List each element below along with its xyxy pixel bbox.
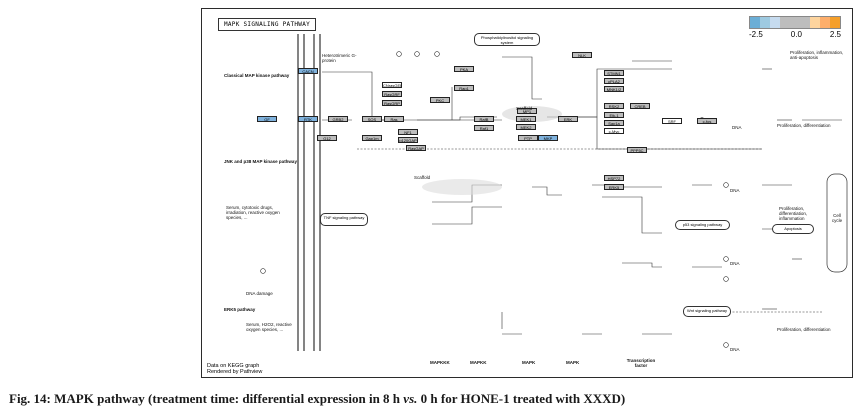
caption-prefix: Fig. 14: MAPK pathway (treatment time: d…	[9, 391, 404, 406]
gene-node-g12: G12	[317, 135, 337, 141]
legend-swatch-8	[830, 17, 840, 28]
gene-node-ppp5c: PPP5C	[627, 147, 647, 153]
legend-swatch-2	[770, 17, 780, 28]
caption-suffix: 0 h for HONE-1 treated with XXXD)	[417, 391, 626, 406]
legend-swatch-4	[790, 17, 800, 28]
outcome-proliferation-3: Proliferation, differentiation, inflamma…	[779, 206, 808, 221]
stimulus-stress: Serum, cytotoxic drugs, irradiation, rea…	[226, 205, 280, 220]
column-label-mapk-2: MAPK	[566, 360, 580, 365]
legend-swatch-1	[760, 17, 770, 28]
caption-italic: vs.	[403, 391, 418, 406]
pill-phosphatidylinositol: Phosphatidylinositol signaling system	[474, 33, 540, 46]
scaffold-label-2: Scaffold	[414, 175, 431, 180]
gene-node-mek1: MEK1	[516, 116, 536, 122]
figure-caption: Fig. 14: MAPK pathway (treatment time: d…	[9, 391, 625, 407]
dna-label-2: DNA	[730, 188, 740, 193]
section-label-jnk: JNK and p38 MAP kinase pathway	[224, 159, 297, 164]
gene-node-grb2: GRB2	[328, 116, 348, 122]
gene-node-gf: GF	[257, 116, 277, 122]
gene-node-rasgrf: RasGRF	[382, 91, 402, 97]
gene-node-rsk2: RSK2	[604, 103, 624, 109]
dna-label-3: DNA	[730, 261, 740, 266]
column-label-mapkk: MAPKK	[470, 360, 487, 365]
legend-tick-mid: 0.0	[790, 30, 802, 39]
gene-node-erk5: ERK5	[604, 184, 624, 190]
gene-node-c-fos: c-fos	[697, 118, 717, 124]
gene-node-nlk: NLK	[572, 52, 592, 58]
pill-tnf-signaling: TNF signaling pathway	[320, 213, 368, 226]
footer-line-2: Rendered by Pathview	[207, 369, 263, 375]
gene-node-rasgap: RasGAP	[406, 145, 426, 151]
gene-node-c-myc: c-Myc	[604, 128, 624, 134]
gene-node-mnk1-2: MNK1/2	[604, 86, 624, 92]
gene-node-ras: Ras	[384, 116, 404, 122]
gene-node-sap1a: Sap1a	[604, 120, 624, 126]
gene-node-nf1: NF1	[398, 129, 418, 135]
outcome-cell-cycle: Cell cycle	[831, 213, 843, 223]
legend-swatch-7	[820, 17, 830, 28]
stimulus-erk5: Serum, H2O2, reactive oxygen species, ..…	[246, 322, 292, 332]
gene-node-mek2: MEK2	[516, 124, 536, 130]
gene-node-hsp72: HSP72	[604, 175, 624, 181]
section-label-erk5: ERK5 pathway	[224, 307, 256, 312]
column-label-transcription-factor: Transcription factor	[626, 358, 656, 368]
gene-node-rap1: Rap1	[454, 85, 474, 91]
gene-node-elk-1: Elk-1	[604, 112, 624, 118]
outcome-proliferation-1: Proliferation, inflammation, anti-apopto…	[790, 50, 844, 60]
gene-node-pkc: PKC	[430, 97, 450, 103]
dna-label-1: DNA	[732, 125, 742, 130]
outcome-proliferation-2: Proliferation, differentiation	[777, 123, 831, 128]
scaffold-label-1: Scaffold	[516, 106, 533, 111]
gene-node-cnrasgef: CNrasGEF	[382, 82, 402, 88]
column-label-mapkkk: MAPKKK	[430, 360, 450, 365]
pathway-diagram: MAPK SIGNALING PATHWAY -2.5 0.0 2.5	[201, 8, 853, 378]
pill-apoptosis: Apoptosis	[772, 224, 814, 234]
gene-node-creb: CREB	[630, 103, 650, 109]
legend-tick-high: 2.5	[829, 30, 841, 39]
gene-node-mp1: MP1	[517, 108, 537, 114]
section-label-classical: Classical MAP kinase pathway	[224, 73, 290, 78]
legend-swatch-3	[780, 17, 790, 28]
gene-node-stmn1: STMN1	[604, 70, 624, 76]
gene-node-cpla2: cPLA2	[604, 78, 624, 84]
stimulus-dna-damage: DNA damage	[246, 291, 273, 296]
diagram-footer: Data on KEGG graph Rendered by Pathview	[207, 363, 262, 375]
column-label-mapk-1: MAPK	[522, 360, 536, 365]
legend-ticks: -2.5 0.0 2.5	[749, 30, 841, 39]
outcome-proliferation-4: Proliferation, differentiation	[777, 327, 831, 332]
gene-node-rtk: RTK	[298, 116, 318, 122]
expression-legend: -2.5 0.0 2.5	[749, 16, 841, 39]
legend-swatch-5	[800, 17, 810, 28]
stimulus-g-protein: Heterotrimeric G-protein	[322, 53, 357, 63]
gene-node-srf: SRF	[662, 118, 682, 124]
legend-tick-low: -2.5	[749, 30, 763, 39]
footer-line-1: Data on KEGG graph	[207, 363, 260, 369]
diagram-title: MAPK SIGNALING PATHWAY	[218, 18, 316, 31]
legend-swatch-0	[750, 17, 760, 28]
pill-wnt-signaling: Wnt signaling pathway	[683, 306, 731, 317]
dna-label-4: DNA	[730, 347, 740, 352]
pill-p53-signaling: p53 signaling pathway	[675, 220, 730, 230]
legend-swatch-6	[810, 17, 820, 28]
gene-node-gap1m: Gap1m	[362, 135, 382, 141]
gene-node-p120gap: p120GAP	[398, 137, 418, 143]
gene-node-rafb: RafB	[474, 116, 494, 122]
gene-node-ptp: PTP	[518, 135, 538, 141]
gene-node-raf1: Raf1	[474, 125, 494, 131]
gene-node-rasgrp: RasGRP	[382, 100, 402, 106]
gene-node-cacn: CACN	[298, 68, 318, 74]
legend-color-bar	[749, 16, 841, 29]
gene-node-erk: ERK	[558, 116, 578, 122]
gene-node-sos: SOS	[362, 116, 382, 122]
gene-node-pka: PKA	[454, 66, 474, 72]
gene-node-mkp: MKP	[538, 135, 558, 141]
